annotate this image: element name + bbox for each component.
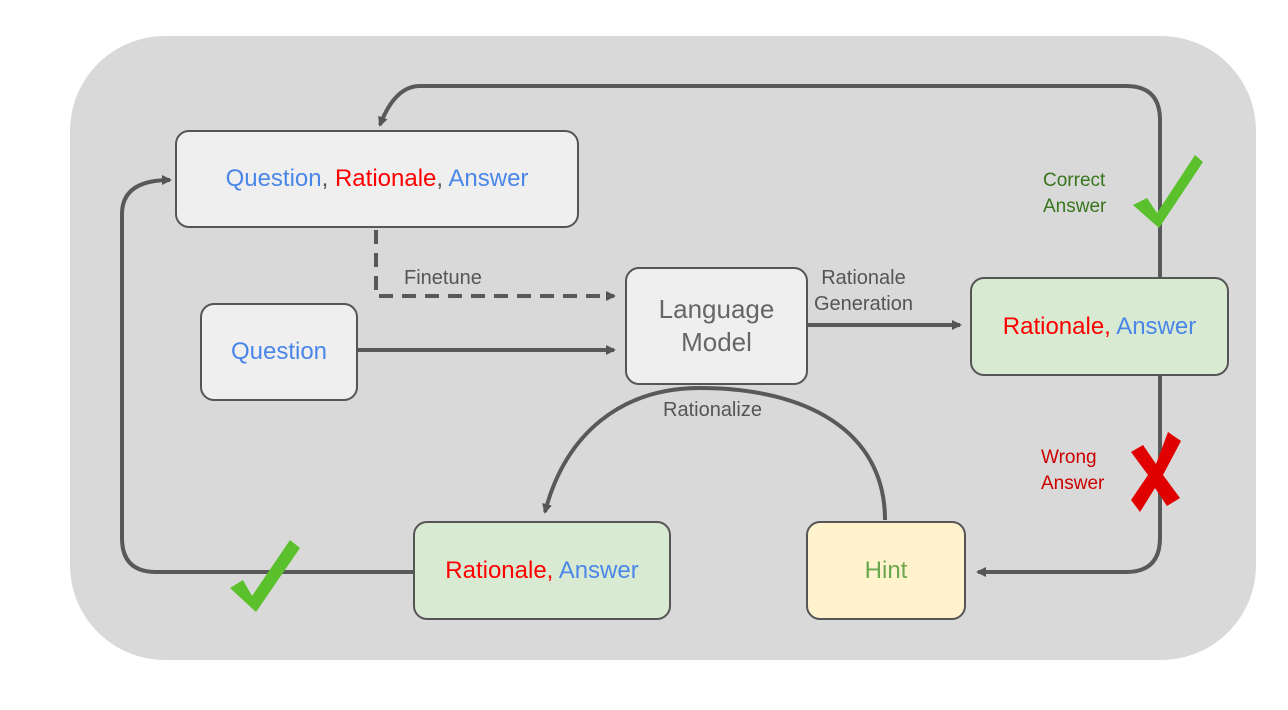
- arrow-wrong-to-hint: [976, 376, 1162, 577]
- question-text: Question: [230, 338, 328, 365]
- hint-box: Hint: [806, 521, 966, 620]
- rationale-answer-box-bottom: Rationale, Answer: [413, 521, 671, 620]
- rationale-generation-label: Rationale Generation: [814, 265, 913, 317]
- rationalize-label: Rationalize: [663, 399, 762, 421]
- correct-line1: Correct: [1043, 170, 1106, 191]
- rationale-text: Rationale,: [445, 556, 554, 584]
- rationale-text: Rationale,: [1002, 312, 1111, 340]
- rationale-generation-line2: Generation: [814, 293, 913, 315]
- rationale-text: Rationale: [334, 165, 437, 192]
- arrow-rationalize: [542, 385, 887, 521]
- separator: ,: [321, 165, 335, 192]
- wrong-line1: Wrong: [1041, 447, 1097, 468]
- rationale-answer-box-right: Rationale, Answer: [970, 277, 1229, 376]
- wrong-line2: Answer: [1041, 473, 1105, 494]
- language-model-box: Language Model: [625, 267, 808, 385]
- finetune-label: Finetune: [404, 267, 482, 289]
- correct-line2: Answer: [1043, 196, 1107, 217]
- arrow-correct-loop: [378, 84, 1162, 277]
- language-model-line1: Language: [658, 294, 775, 324]
- check-icon: [1133, 155, 1203, 228]
- wrong-answer-label: Wrong Answer: [1041, 445, 1104, 497]
- answer-text: Answer: [1110, 312, 1197, 340]
- answer-text: Answer: [448, 165, 529, 192]
- question-rationale-answer-box: Question, Rationale, Answer: [175, 130, 579, 228]
- arrow-bottom-loop: [120, 175, 413, 574]
- answer-text: Answer: [553, 556, 639, 584]
- cross-icon: [1131, 432, 1181, 512]
- check-icon: [230, 540, 300, 612]
- question-box: Question: [200, 303, 358, 401]
- correct-answer-label: Correct Answer: [1043, 168, 1106, 220]
- question-text: Question: [225, 165, 322, 192]
- hint-text: Hint: [864, 556, 908, 584]
- rationale-generation-line1: Rationale: [821, 267, 906, 289]
- language-model-line2: Model: [681, 327, 752, 357]
- separator: ,: [436, 165, 449, 192]
